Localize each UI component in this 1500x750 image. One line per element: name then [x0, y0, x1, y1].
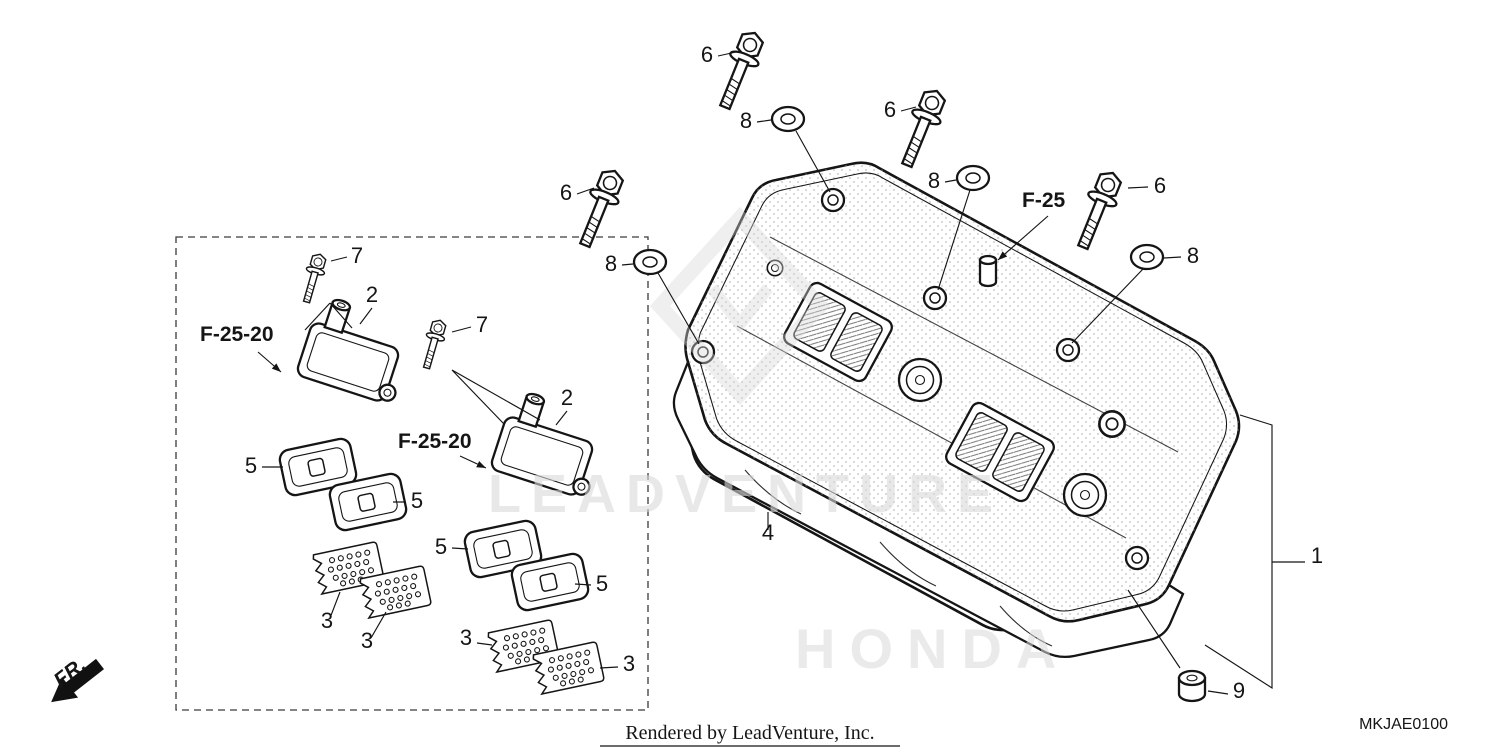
watermark-brand: LEADVENTURE: [488, 464, 1003, 524]
callout-bolt-4: 6: [560, 180, 572, 205]
cover-stipple-texture: [685, 162, 1239, 622]
callout-washer-2: 8: [928, 168, 940, 193]
callout-seal-2: 5: [411, 488, 423, 513]
callout-screw-1: 7: [351, 243, 363, 268]
seal-washer-2: [955, 164, 991, 192]
callout-coil-2: 2: [561, 385, 573, 410]
callout-plate-2: 3: [361, 628, 373, 653]
seal-washer-4: [632, 248, 668, 276]
callout-cover: 1: [1311, 543, 1323, 568]
flange-bolt-4: [569, 164, 630, 252]
front-direction-arrow-icon: FR.: [50, 653, 105, 703]
seal-washer-3: [1129, 243, 1165, 271]
flange-bolt-1: [709, 26, 770, 114]
callout-plate-1: 3: [321, 608, 333, 633]
callout-cap: 9: [1233, 678, 1245, 703]
plug-well-1: [897, 357, 943, 403]
bolt-boss: [1055, 337, 1081, 363]
callout-leader-lines: [262, 51, 1305, 695]
footer-credit: Rendered by LeadVenture, Inc.: [625, 722, 874, 744]
f2520-arrow-1: [257, 351, 282, 373]
page-ref-f2520-1: F-25-20: [200, 323, 274, 346]
page-ref-f25: F-25: [1022, 189, 1066, 212]
callout-bolt-2: 6: [884, 97, 896, 122]
callout-seal-1: 5: [245, 453, 257, 478]
diagram-code: MKJAE0100: [1359, 716, 1448, 733]
coil-screw-2: [416, 316, 450, 372]
callout-washer-3: 8: [1187, 243, 1199, 268]
breather-pipe: [978, 254, 998, 288]
watermark-manufacturer: HONDA: [795, 617, 1070, 680]
cylinder-head-cover: [672, 161, 1241, 659]
callout-washer-1: 8: [740, 108, 752, 133]
front-direction-label: FR.: [50, 653, 91, 692]
small-boss: [1098, 410, 1126, 438]
cover-callout-bracket: [1204, 414, 1273, 690]
callout-plate-4: 3: [623, 651, 635, 676]
callout-seal-3: 5: [435, 534, 447, 559]
ignition-coil-1: [294, 292, 419, 407]
plug-well-2: [1062, 472, 1108, 518]
callout-seal-4: 5: [596, 571, 608, 596]
flange-bolt-2: [891, 84, 952, 172]
f25-arrow: [997, 215, 1049, 261]
leadventure-logo-watermark: [649, 206, 831, 406]
callout-screw-2: 7: [476, 312, 488, 337]
seal-washer-1: [770, 105, 806, 133]
callout-bolt-3: 6: [1154, 173, 1166, 198]
bolt-boss: [922, 285, 948, 311]
bolt-boss: [820, 187, 846, 213]
callout-washer-4: 8: [605, 251, 617, 276]
coil-screw-1: [296, 250, 330, 306]
callout-bolt-1: 6: [701, 42, 713, 67]
rubber-cap: [1177, 669, 1207, 703]
cover-details: [690, 187, 1179, 647]
flange-bolt-3: [1067, 166, 1128, 254]
callout-gasket: 4: [762, 520, 774, 545]
bolt-boss: [1124, 545, 1150, 571]
page-ref-f2520-2: F-25-20: [398, 430, 472, 453]
callout-plate-3: 3: [460, 625, 472, 650]
detail-boundary-box: [175, 236, 649, 711]
callout-coil-1: 2: [366, 282, 378, 307]
f2520-arrow-2: [459, 455, 487, 469]
